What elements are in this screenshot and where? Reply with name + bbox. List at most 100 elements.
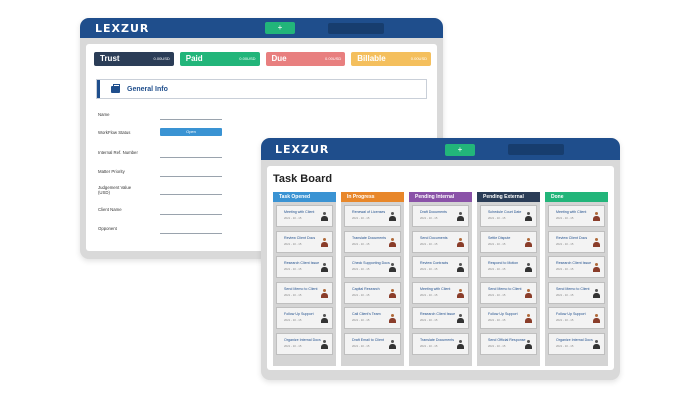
navbar-search-box[interactable] [328, 23, 384, 34]
assignee-avatar-icon[interactable] [389, 263, 396, 272]
field-label: Judgement Value (USD) [98, 185, 132, 195]
lexzur-logo[interactable]: LEXZUR [95, 22, 150, 35]
briefcase-icon [111, 84, 120, 93]
name-input[interactable] [160, 119, 222, 120]
assignee-avatar-icon[interactable] [457, 237, 464, 247]
assignee-avatar-icon[interactable] [525, 237, 532, 247]
column-header[interactable]: Pending Internal [409, 192, 472, 202]
assignee-avatar-icon[interactable] [525, 288, 532, 298]
client-name-input[interactable] [160, 214, 222, 215]
assignee-avatar-icon[interactable] [525, 339, 532, 349]
assignee-avatar-icon[interactable] [457, 314, 464, 323]
task-title: Review Contracts [420, 261, 449, 265]
card-title: Trust [100, 54, 120, 63]
task-title: Follow Up Support [488, 312, 518, 316]
assignee-avatar-icon[interactable] [321, 288, 328, 298]
assignee-avatar-icon[interactable] [321, 212, 328, 221]
navbar-search-box[interactable] [508, 144, 564, 155]
assignee-avatar-icon[interactable] [321, 314, 328, 323]
task-card[interactable]: Research Client Issue 2021 - 10 - 15 [412, 307, 469, 329]
assignee-avatar-icon[interactable] [389, 339, 396, 349]
task-date: 2021 - 10 - 15 [420, 292, 438, 297]
task-date: 2021 - 10 - 15 [420, 318, 438, 322]
add-button[interactable]: + [265, 22, 295, 34]
assignee-avatar-icon[interactable] [593, 212, 600, 221]
workflow-status-button[interactable]: Open [160, 128, 222, 136]
internal-ref-input[interactable] [160, 157, 222, 158]
task-title: Research Client Issue [420, 312, 456, 316]
assignee-avatar-icon[interactable] [593, 339, 600, 349]
assignee-avatar-icon[interactable] [525, 212, 532, 221]
assignee-avatar-icon[interactable] [389, 212, 396, 221]
assignee-avatar-icon[interactable] [389, 314, 396, 323]
task-card[interactable]: Renewal of Licenses 2021 - 10 - 15 [344, 205, 401, 227]
assignee-avatar-icon[interactable] [593, 288, 600, 298]
assignee-avatar-icon[interactable] [321, 263, 328, 272]
page-title: Task Board [273, 173, 333, 185]
assignee-avatar-icon[interactable] [321, 237, 328, 247]
judgement-value-input[interactable] [160, 194, 222, 195]
assignee-avatar-icon[interactable] [457, 263, 464, 272]
column-header[interactable]: Pending External [477, 192, 540, 202]
assignee-avatar-icon[interactable] [321, 339, 328, 349]
task-card[interactable]: Review Contracts 2021 - 10 - 15 [412, 256, 469, 278]
task-date: 2021 - 10 - 15 [420, 267, 438, 271]
column-header[interactable]: In Progress [341, 192, 404, 202]
task-title: Send Memo to Client [488, 286, 522, 291]
lexzur-logo[interactable]: LEXZUR [275, 143, 330, 156]
field-label: Name [98, 112, 110, 117]
assignee-avatar-icon[interactable] [457, 339, 464, 349]
assignee-avatar-icon[interactable] [593, 263, 600, 272]
add-button[interactable]: + [445, 144, 475, 156]
assignee-avatar-icon[interactable] [593, 314, 600, 323]
task-date: 2021 - 10 - 15 [352, 216, 370, 220]
task-title: Renewal of Licenses [352, 210, 386, 214]
general-info-section[interactable]: General Info [96, 79, 427, 99]
column-header[interactable]: Done [545, 192, 608, 202]
task-date: 2021 - 10 - 15 [352, 343, 370, 348]
assignee-avatar-icon[interactable] [457, 212, 464, 221]
assignee-avatar-icon[interactable] [457, 288, 464, 298]
assignee-avatar-icon[interactable] [389, 288, 396, 298]
column-header[interactable]: Task Opened [273, 192, 336, 202]
card-value: 0.00USD [410, 56, 427, 61]
assignee-avatar-icon[interactable] [525, 314, 532, 323]
matter-priority-input[interactable] [160, 176, 222, 177]
assignee-avatar-icon[interactable] [593, 237, 600, 247]
opponent-input[interactable] [160, 233, 222, 234]
assignee-avatar-icon[interactable] [525, 263, 532, 272]
assignee-avatar-icon[interactable] [389, 237, 396, 247]
task-date: 2021 - 10 - 15 [420, 241, 438, 246]
